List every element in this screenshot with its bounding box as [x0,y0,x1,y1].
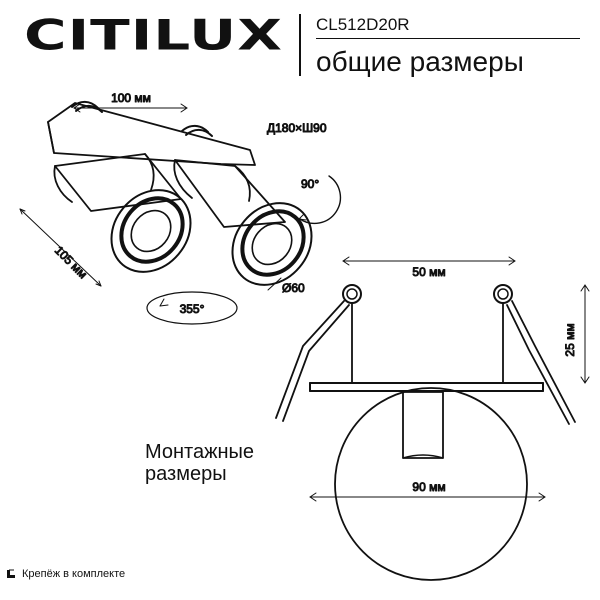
footer-text: Крепёж в комплекте [22,568,126,580]
brand-logo: CITILUX [24,10,283,60]
footer-note: Крепёж в комплекте [6,568,125,580]
cutout-label: Д180×Ш90 [267,121,327,135]
mount-width-label: 50 мм [412,265,445,279]
upper-fixture-drawing: 100 мм Д180×Ш90 [19,91,342,325]
header-divider [299,14,301,76]
diameter-label: Ø60 [282,281,305,295]
rotation-label: 355° [180,302,205,316]
hole-diameter-label: 90 мм [412,480,445,494]
fastener-icon [6,569,16,579]
top-length-label: 100 мм [111,91,151,105]
page-subtitle: общие размеры [316,46,524,77]
tilt-label: 90° [301,177,319,191]
mount-height-label: 25 мм [563,323,577,356]
model-number: CL512D20R [316,15,410,34]
mounting-drawing: 50 мм 25 мм [275,256,590,581]
header-rule [316,38,580,39]
depth-label: 105 мм [52,243,90,281]
